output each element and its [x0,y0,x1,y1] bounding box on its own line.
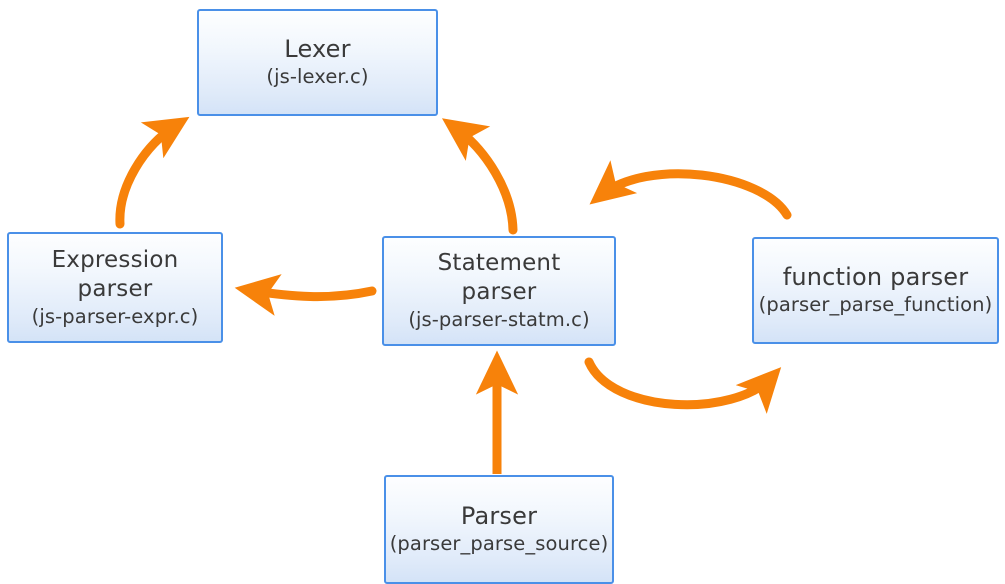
node-lexer-subtitle: (js-lexer.c) [266,65,369,88]
edge-statement-to-expression [234,274,377,316]
node-lexer[interactable]: Lexer (js-lexer.c) [197,9,438,116]
node-expression-parser-title: Expression parser [51,246,179,302]
node-statement-parser[interactable]: Statement parser (js-parser-statm.c) [382,236,616,346]
node-expression-parser[interactable]: Expression parser (js-parser-expr.c) [7,232,223,343]
node-parser-title: Parser [460,502,538,530]
node-lexer-title: Lexer [284,35,351,63]
edge-statement-to-lexer [441,118,518,235]
edge-expression-to-lexer [115,116,190,229]
node-parser[interactable]: Parser (parser_parse_source) [384,475,614,584]
edge-statement-to-function [584,357,782,414]
node-function-parser-title: function parser [782,263,969,291]
node-expression-parser-subtitle: (js-parser-expr.c) [31,304,199,328]
node-statement-parser-subtitle: (js-parser-statm.c) [408,308,590,331]
edge-function-to-statement [589,160,792,220]
node-function-parser[interactable]: function parser (parser_parse_function) [752,237,999,344]
node-parser-subtitle: (parser_parse_source) [389,532,609,555]
node-function-parser-subtitle: (parser_parse_function) [758,293,993,316]
node-statement-parser-title: Statement parser [437,250,561,305]
